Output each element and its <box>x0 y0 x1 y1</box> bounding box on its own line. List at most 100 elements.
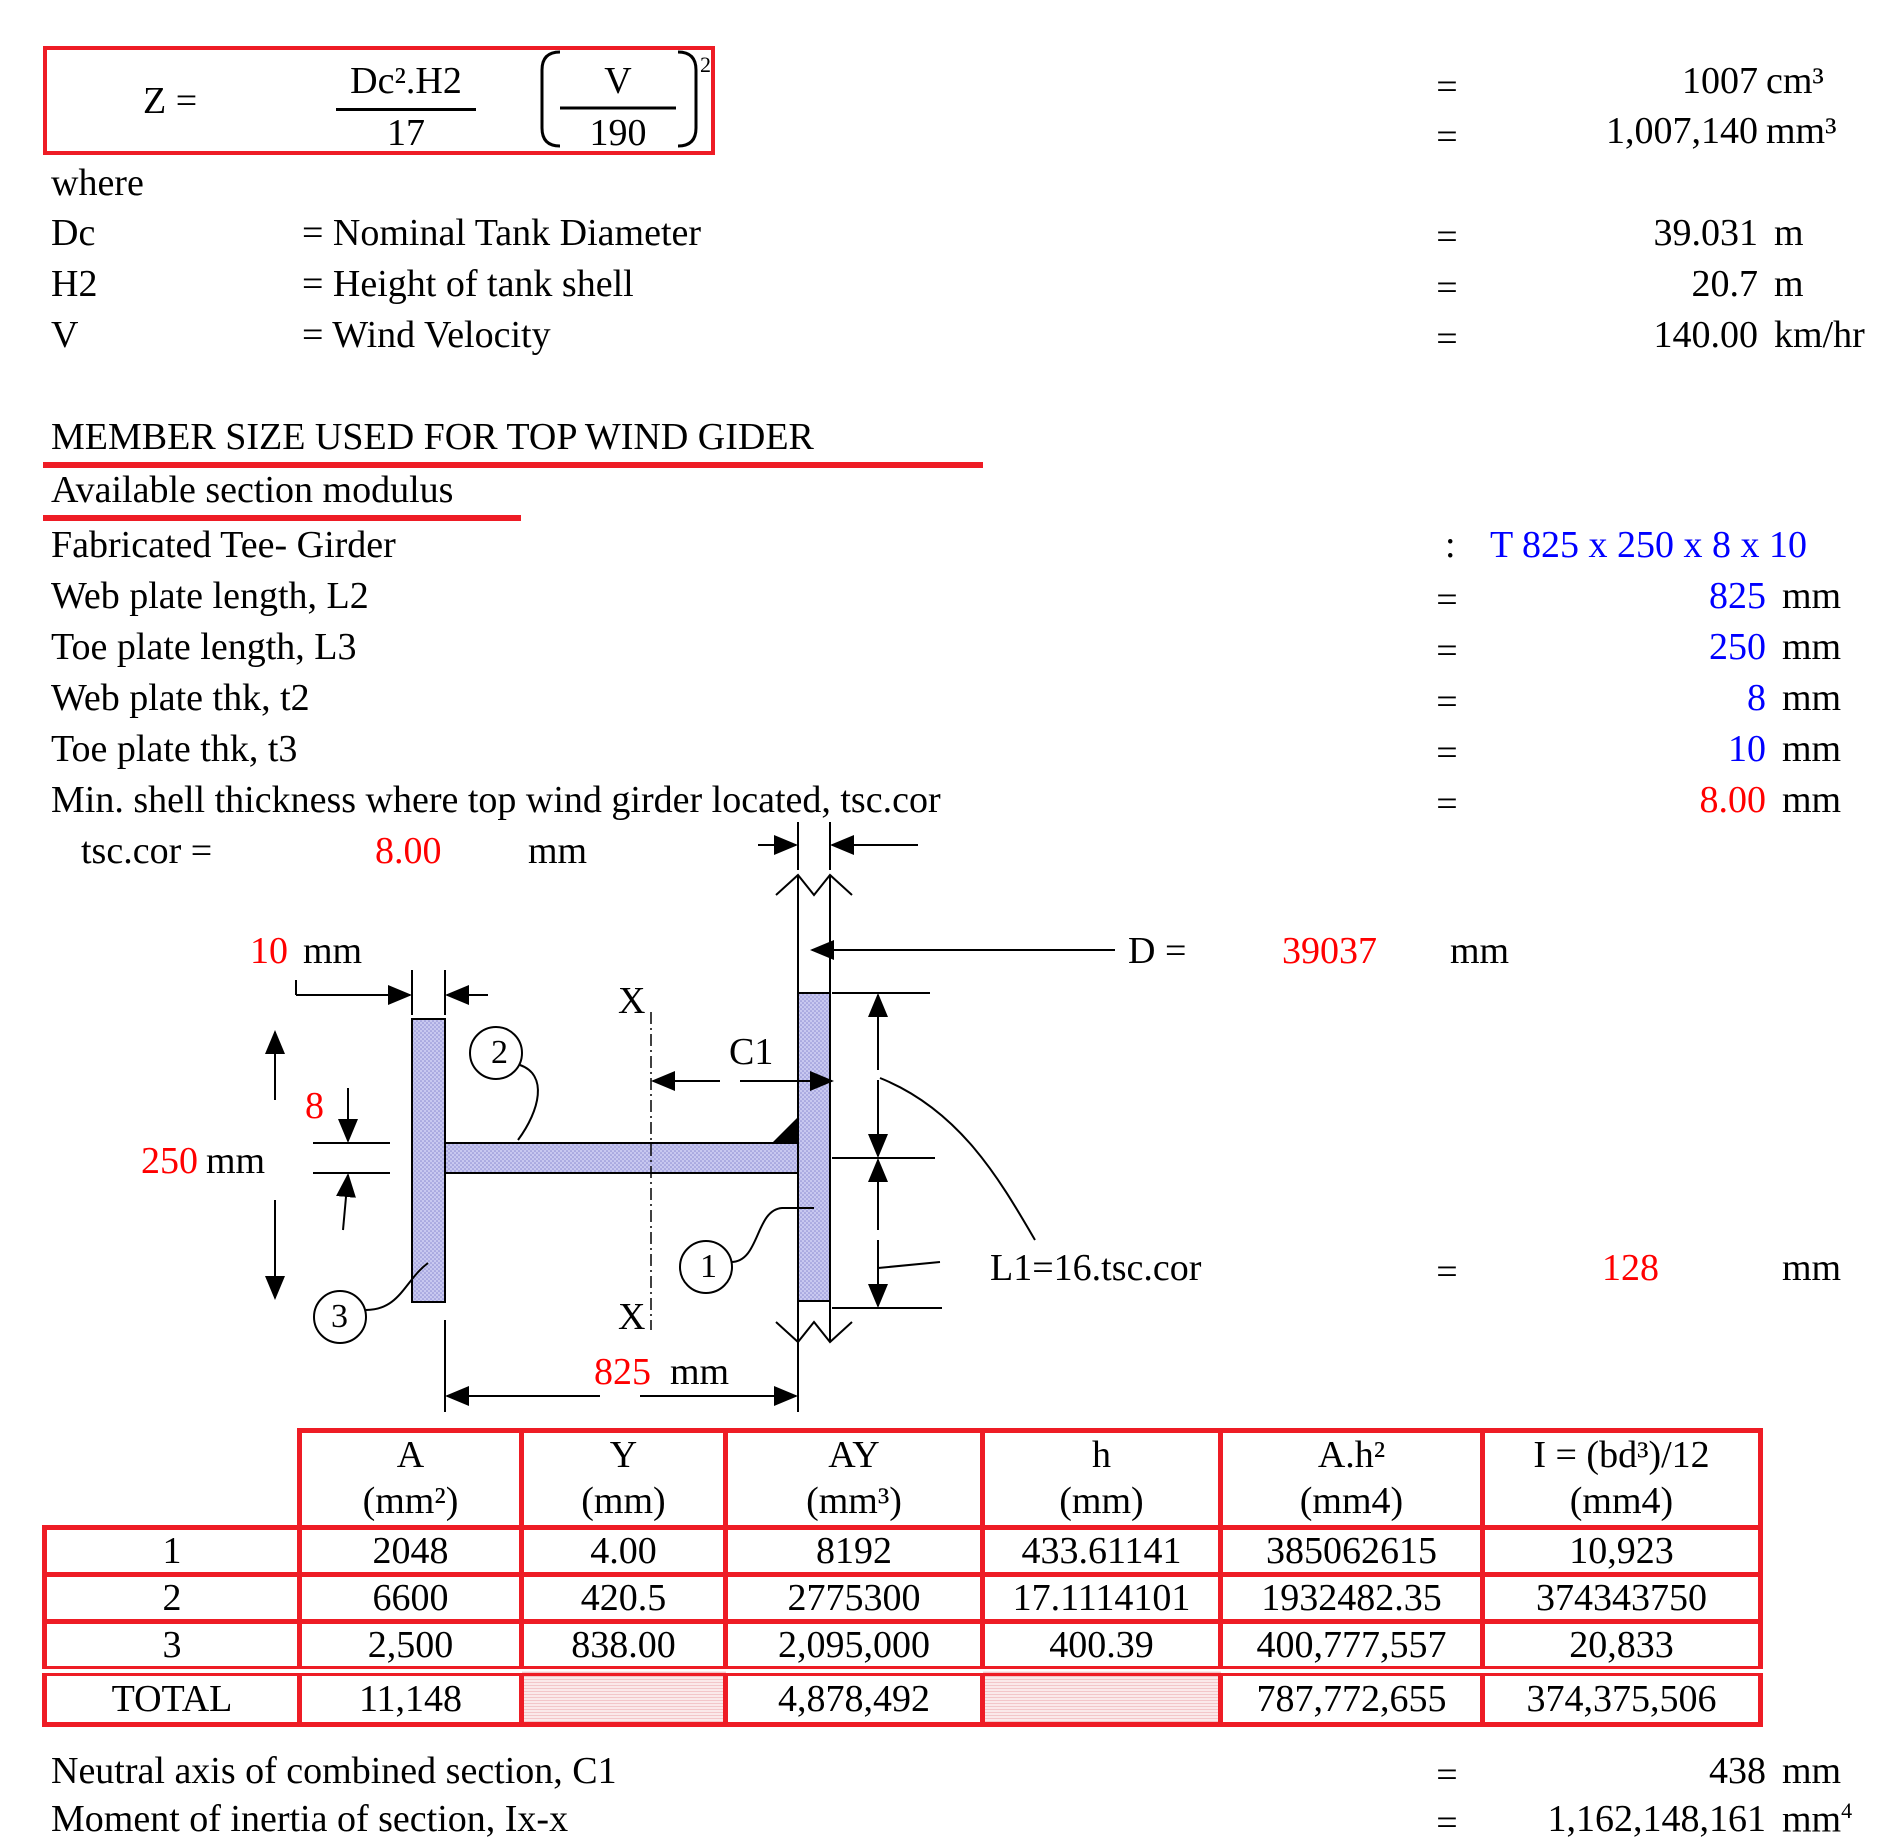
l1-leader-short <box>877 1261 941 1269</box>
axis-x-bottom: X <box>618 1296 646 1338</box>
table-header-i: I = (bd³)/12(mm4) <box>1480 1428 1763 1530</box>
result-value-1: 1007 <box>1682 60 1758 102</box>
d-label: D = <box>1128 930 1187 972</box>
result-eq-2: = <box>1436 116 1458 158</box>
l1-leader-curve <box>879 1077 1036 1241</box>
table-cell: 2,095,000 <box>723 1619 985 1674</box>
table-row: 1 2048 4.00 8192 433.61141 385062615 10,… <box>42 1525 1763 1577</box>
d-unit: mm <box>1450 930 1510 972</box>
web-len-value: 825 <box>594 1351 651 1393</box>
callout-circle-1 <box>679 1240 733 1294</box>
left-paren <box>540 50 561 148</box>
table-header-h: h(mm) <box>980 1428 1223 1530</box>
def-unit-v: km/hr <box>1774 314 1865 356</box>
def-unit-dc: m <box>1774 212 1804 254</box>
web-len-unit: mm <box>670 1351 730 1393</box>
table-cell: 400.39 <box>980 1619 1223 1674</box>
l1-eq: = <box>1436 1251 1458 1293</box>
section-heading-underline <box>43 462 983 468</box>
def-value-h2: 20.7 <box>1691 263 1759 305</box>
section-heading: MEMBER SIZE USED FOR TOP WIND GIDER <box>51 416 814 458</box>
axis-x-top: X <box>618 980 646 1022</box>
result-eq-1: = <box>1436 66 1458 108</box>
neutral-axis-eq: = <box>1436 1754 1458 1796</box>
prop-value-tsc: 8.00 <box>1699 779 1767 821</box>
member-sep: : <box>1445 524 1456 566</box>
def-unit-h2: m <box>1774 263 1804 305</box>
prop-value-t3: 10 <box>1728 728 1766 770</box>
formula-lhs: Z = <box>143 80 198 122</box>
prop-eq-t3: = <box>1436 732 1458 774</box>
tsc-value: 8.00 <box>375 830 442 872</box>
prop-label-tsc: Min. shell thickness where top wind gird… <box>51 779 941 821</box>
prop-eq-tsc: = <box>1436 783 1458 825</box>
prop-unit-t2: mm <box>1782 677 1842 719</box>
def-symbol-v: V <box>51 314 79 356</box>
callout-label-3: 3 <box>331 1298 348 1335</box>
table-header-y: Y(mm) <box>519 1428 728 1530</box>
table-cell-hatched <box>519 1666 728 1727</box>
table-header-a: A(mm²) <box>297 1428 524 1530</box>
c1-label: C1 <box>729 1031 774 1073</box>
table-cell: 10,923 <box>1480 1525 1763 1577</box>
prop-label-l2: Web plate length, L2 <box>51 575 369 617</box>
table-cell: 6600 <box>297 1572 524 1624</box>
def-eq-h2: = <box>1436 267 1458 309</box>
def-desc-h2: = Height of tank shell <box>302 263 634 305</box>
prop-eq-l2: = <box>1436 579 1458 621</box>
prop-unit-l3: mm <box>1782 626 1842 668</box>
sub-heading: Available section modulus <box>51 469 454 511</box>
moment-inertia-value: 1,162,148,161 <box>1547 1798 1767 1840</box>
table-cell: 8192 <box>723 1525 985 1577</box>
member-label: Fabricated Tee- Girder <box>51 524 396 566</box>
table-cell: 2048 <box>297 1525 524 1577</box>
table-cell: 385062615 <box>1218 1525 1485 1577</box>
callout-label-2: 2 <box>491 1034 508 1071</box>
def-value-dc: 39.031 <box>1653 212 1759 254</box>
formula-denominator: 17 <box>387 112 425 154</box>
sub-heading-underline <box>43 515 521 521</box>
d-value: 39037 <box>1282 930 1377 972</box>
prop-label-t2: Web plate thk, t2 <box>51 677 310 719</box>
callout-circle-2 <box>469 1026 523 1080</box>
toe-thk-unit: mm <box>303 930 363 972</box>
toe-len-unit: mm <box>206 1140 266 1182</box>
table-cell: 433.61141 <box>980 1525 1223 1577</box>
table-cell: 4.00 <box>519 1525 728 1577</box>
prop-label-t3: Toe plate thk, t3 <box>51 728 298 770</box>
prop-unit-l2: mm <box>1782 575 1842 617</box>
break-mark-bottom <box>775 1320 853 1344</box>
table-cell: 374343750 <box>1480 1572 1763 1624</box>
tee-girder-diagram <box>265 822 1115 1412</box>
l1-value: 128 <box>1602 1247 1659 1289</box>
v-bracket-group <box>540 50 698 148</box>
def-eq-v: = <box>1436 318 1458 360</box>
table-cell: 2,500 <box>297 1619 524 1674</box>
table-cell: 4,878,492 <box>723 1666 985 1727</box>
def-symbol-h2: H2 <box>51 263 98 305</box>
table-cell: 838.00 <box>519 1619 728 1674</box>
def-desc-dc: = Nominal Tank Diameter <box>302 212 702 254</box>
v-numerator: V <box>604 60 632 102</box>
def-eq-dc: = <box>1436 216 1458 258</box>
neutral-axis-label: Neutral axis of combined section, C1 <box>51 1750 617 1792</box>
table-header-ay: AY(mm³) <box>723 1428 985 1530</box>
table-cell: 17.1114101 <box>980 1572 1223 1624</box>
weld-symbol <box>772 1117 798 1143</box>
table-cell: 400,777,557 <box>1218 1619 1485 1674</box>
prop-eq-t2: = <box>1436 681 1458 723</box>
web-plate-part-2 <box>444 1142 799 1174</box>
section-properties-table: A(mm²) Y(mm) AY(mm³) h(mm) A.h²(mm4) I =… <box>42 1428 1763 1727</box>
table-cell: 1932482.35 <box>1218 1572 1485 1624</box>
moment-inertia-label: Moment of inertia of section, Ix-x <box>51 1798 569 1840</box>
toe-thk-value: 10 <box>250 930 288 972</box>
tsc-label: tsc.cor = <box>81 830 213 872</box>
table-cell: 2 <box>42 1572 302 1624</box>
prop-label-l3: Toe plate length, L3 <box>51 626 357 668</box>
member-value: T 825 x 250 x 8 x 10 <box>1490 524 1808 566</box>
table-cell: 787,772,655 <box>1218 1666 1485 1727</box>
toe-len-value: 250 <box>141 1140 198 1182</box>
table-cell: 1 <box>42 1525 302 1577</box>
prop-value-l3: 250 <box>1709 626 1766 668</box>
def-desc-v: = Wind Velocity <box>302 314 551 356</box>
